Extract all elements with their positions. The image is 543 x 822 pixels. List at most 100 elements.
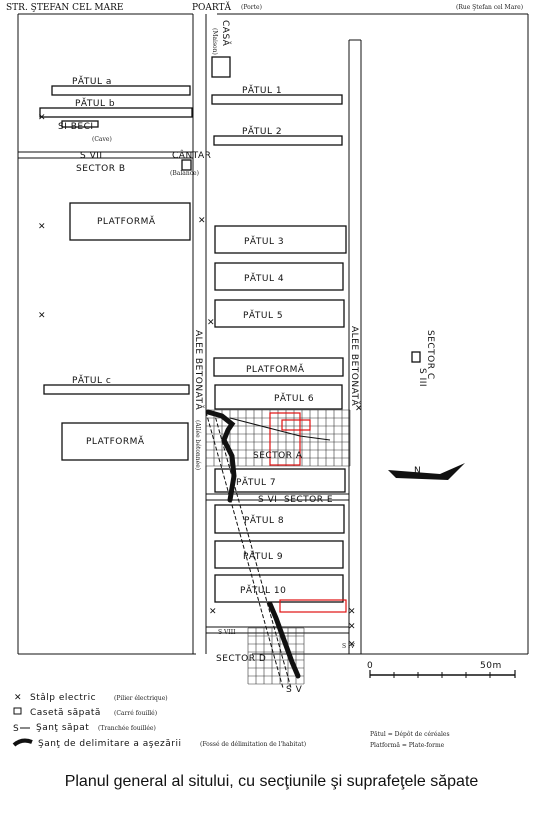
sector-c-square — [411, 351, 421, 363]
platform-middle-label: PLATFORMĂ — [246, 363, 305, 375]
cellar-label: SI BECI — [58, 122, 94, 132]
electric-pole-icon: ✕ — [38, 222, 46, 232]
granary-8-label: PĂTUL 8 — [244, 514, 284, 526]
trench-s-viii-label: S VIII — [218, 629, 236, 636]
alley-left-label-fr: (Allée bétonnée) — [194, 420, 201, 470]
legend-trench-fr: (Tranchée fouillée) — [98, 725, 156, 732]
granary-4-label: PĂTUL 4 — [244, 272, 284, 284]
house — [211, 56, 231, 78]
cellar — [61, 120, 99, 128]
platform-left-1-label: PLATFORMĂ — [97, 215, 156, 227]
legend-pole: Stâlp electric — [30, 693, 96, 703]
granary-c-label: PĂTUL c — [72, 374, 111, 386]
trench-s-vii-label: S VII — [80, 151, 103, 161]
platform-left-1 — [69, 202, 191, 241]
street-label: STR. ŞTEFAN CEL MARE — [6, 3, 123, 13]
granary-1-label: PĂTUL 1 — [242, 84, 282, 96]
electric-pole-icon: ✕ — [355, 404, 363, 414]
north-label: N — [414, 466, 421, 476]
scale-zero: 0 — [367, 661, 373, 671]
legend-trench-icon: S — [13, 724, 19, 734]
granary-1 — [211, 94, 343, 105]
figure-caption: Planul general al sitului, cu secţiunile… — [64, 773, 479, 790]
legend-square-fr: (Carré fouillé) — [114, 710, 157, 717]
platform-middle — [213, 357, 344, 377]
site-boundary — [17, 13, 529, 655]
red-square-granary-10 — [279, 599, 347, 613]
platform-left-2-label: PLATFORMĂ — [86, 435, 145, 447]
granary-7-label: PĂTUL 7 — [236, 476, 276, 488]
alley-right — [348, 39, 362, 654]
granary-9 — [214, 540, 344, 569]
granary-8 — [214, 504, 345, 534]
sector-b-label: SECTOR B — [76, 164, 126, 174]
scale-50m: 50m — [480, 661, 502, 671]
granary-3-label: PĂTUL 3 — [244, 235, 284, 247]
scale-house — [181, 159, 192, 171]
electric-pole-icon: ✕ — [348, 622, 356, 632]
house-label-fr: (Maison) — [211, 28, 218, 55]
legend-ditch-icon — [12, 738, 33, 747]
legend-ditch-fr: (Fossé de délimitation de l'habitat) — [200, 741, 306, 748]
granary-2-label: PĂTUL 2 — [242, 125, 282, 137]
granary-2 — [213, 135, 343, 146]
legend-square: Casetă săpată — [30, 708, 101, 718]
granary-b-label: PĂTUL b — [75, 97, 115, 109]
electric-pole-icon: ✕ — [198, 216, 206, 226]
alley-right-label: ALEE BETONATĂ — [349, 326, 361, 407]
legend-note-granary: Pătul = Dépôt de céréales — [370, 731, 450, 738]
trench-s-vi-label: S VI — [258, 495, 277, 505]
granary-10-label: PĂTUL 10 — [240, 584, 286, 596]
granary-a — [51, 85, 191, 96]
scale-house-label-fr: (Balance) — [170, 170, 199, 177]
granary-c — [43, 384, 190, 395]
electric-pole-icon: ✕ — [348, 607, 356, 617]
north-arrow-icon: N — [388, 463, 465, 480]
scale-bar — [369, 670, 516, 678]
house-label: CASĂ — [220, 20, 232, 47]
granary-6-label: PĂTUL 6 — [274, 392, 314, 404]
legend-note-platform: Platformă = Plate-forme — [370, 742, 445, 749]
electric-pole-icon: ✕ — [38, 311, 46, 321]
electric-pole-icon: ✕ — [207, 318, 215, 328]
legend-trench: Şanţ săpat — [36, 723, 89, 733]
granary-5 — [214, 299, 345, 328]
electric-pole-icon: ✕ — [209, 607, 217, 617]
trench-s-vii — [18, 151, 193, 159]
legend-ditch: Şanţ de delimitare a aşezării — [38, 739, 181, 749]
electric-pole-icon: ✕ — [348, 640, 356, 650]
trench-s-iv-label: S IV — [342, 643, 355, 650]
granary-4 — [214, 262, 344, 291]
legend: ✕ Stâlp electric (Pilier électrique) Cas… — [12, 693, 450, 749]
trench-s-iii-label: S III — [417, 368, 427, 387]
granary-9-label: PĂTUL 9 — [243, 550, 283, 562]
electric-poles: ✕ ✕ ✕ ✕ ✕ ✕ ✕ ✕ ✕ ✕ — [38, 113, 363, 650]
cellar-label-fr: (Cave) — [92, 136, 112, 143]
granary-b — [39, 107, 193, 118]
granary-3 — [214, 225, 347, 254]
granary-10 — [214, 574, 344, 603]
electric-pole-icon: ✕ — [38, 113, 46, 123]
legend-pole-fr: (Pilier électrique) — [114, 695, 168, 702]
sector-c-label: SECTOR C — [425, 330, 435, 380]
sector-a-red-squares — [269, 412, 311, 466]
granary-5-label: PĂTUL 5 — [243, 309, 283, 321]
legend-pole-icon: ✕ — [14, 693, 22, 703]
gate-label-fr: (Porte) — [241, 4, 262, 11]
gate-label: POARTĂ — [192, 1, 232, 13]
sector-e-label: SECTOR E — [284, 495, 333, 505]
street-label-fr: (Rue Ştefan cel Mare) — [456, 4, 523, 11]
scale-house-label: CÂNTAR — [172, 149, 211, 161]
granary-a-label: PĂTUL a — [72, 75, 112, 87]
alley-left — [192, 14, 207, 654]
granary-6 — [214, 384, 343, 410]
granary-7 — [214, 468, 346, 493]
alley-left-label: ALEE BETONATĂ — [193, 330, 205, 411]
delimitation-ditch — [205, 409, 331, 679]
legend-square-icon — [13, 707, 22, 715]
platform-left-2 — [61, 422, 189, 461]
sector-d-label: SECTOR D — [216, 654, 266, 664]
trench-s-v-label: S V — [286, 685, 303, 695]
sector-a-label: SECTOR A — [253, 451, 303, 461]
